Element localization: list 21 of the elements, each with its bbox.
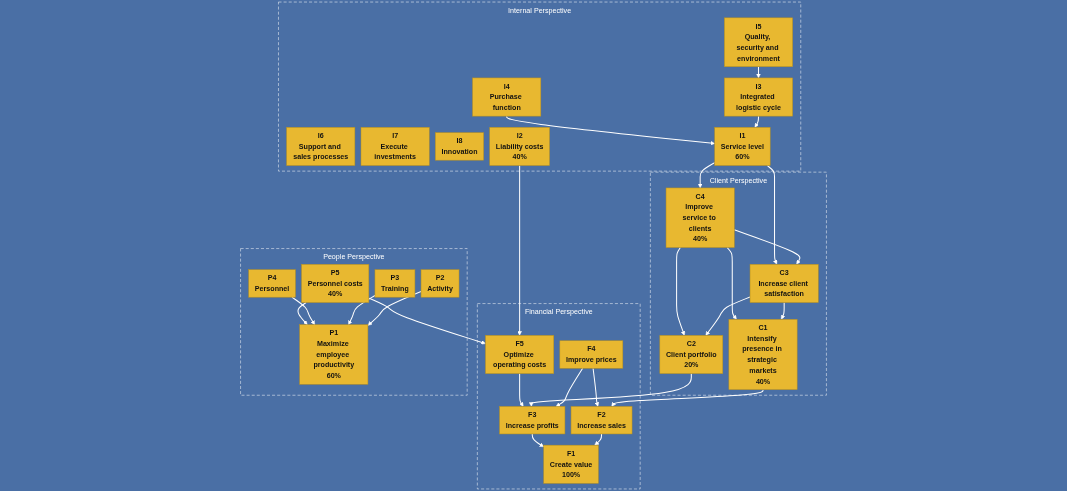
arrow: [519, 373, 524, 407]
arrow: [368, 297, 486, 345]
arrow: [367, 290, 422, 326]
arrow: [676, 247, 686, 336]
arrow: [611, 389, 764, 407]
arrow: [594, 433, 603, 446]
arrow: [592, 367, 600, 407]
arrow: [517, 165, 522, 336]
arrow: [506, 115, 715, 146]
arrow: [705, 296, 751, 336]
arrow: [756, 66, 761, 79]
arrow: [528, 373, 692, 407]
arrow: [555, 367, 584, 407]
arrow: [291, 296, 315, 325]
arrow: [726, 247, 737, 320]
arrow: [697, 162, 716, 189]
arrow: [766, 165, 778, 265]
arrow: [733, 229, 801, 265]
arrow: [781, 302, 786, 320]
arrow: [297, 302, 308, 325]
arrow: [754, 115, 759, 128]
